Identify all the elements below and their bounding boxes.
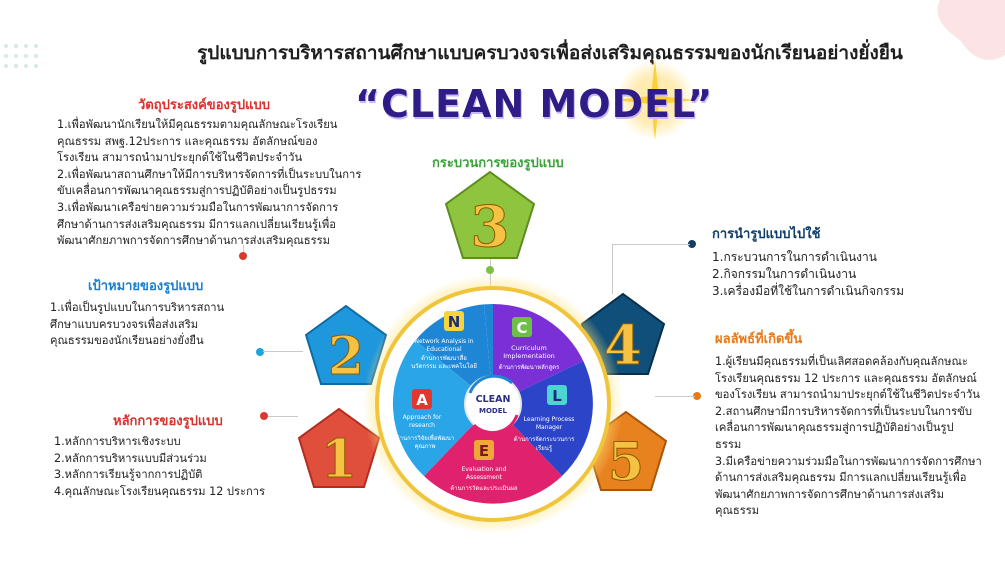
- segment-c-en2: Implementation: [503, 352, 555, 360]
- objectives-line: พัฒนาศักยภาพการจัดการศึกษาด้านการส่งเสริ…: [57, 234, 331, 248]
- pentagon-5-number: 5: [608, 432, 644, 493]
- connector-line: [612, 244, 690, 245]
- goal-line: 1.เพื่อเป็นรูปแบบในการบริหารสถาน: [50, 301, 225, 314]
- apply-line: 1.กระบวนการในการดำเนินงาน: [712, 250, 877, 264]
- segment-a-th1: ด้านการวิจัยเพื่อพัฒนา: [396, 434, 454, 442]
- results-line: ด้านการส่งเสริมคุณธรรม มีการแลกเปลี่ยนเร…: [715, 471, 967, 485]
- objectives-title: วัตถุประสงค์ของรูปแบบ: [138, 98, 270, 113]
- connector-dot: [693, 392, 701, 400]
- connector-dot: [260, 412, 268, 420]
- center-logo-line2: MODEL: [479, 407, 508, 415]
- results-title: ผลลัพธ์ที่เกิดขึ้น: [715, 332, 803, 347]
- objectives-line: คุณธรรม สพฐ.12ประการ และคุณธรรม อัตลักษณ…: [57, 134, 318, 148]
- principles-line: 3.หลักการเรียนรู้จากการปฏิบัติ: [54, 468, 203, 482]
- page-title: รูปแบบการบริหารสถานศึกษาแบบครบวงจรเพื่อส…: [197, 42, 903, 64]
- principles-title: หลักการของรูปแบบ: [113, 414, 223, 429]
- goal-line: คุณธรรมของนักเรียนอย่างยั่งยืน: [50, 334, 204, 348]
- pentagon-1-number: 1: [321, 429, 357, 490]
- goal-title: เป้าหมายของรูปแบบ: [88, 279, 204, 294]
- letter-e-badge: E: [474, 440, 494, 460]
- segment-c-th1: ด้านการพัฒนาหลักสูตร: [499, 364, 560, 371]
- segment-n-th1: ด้านการพัฒนาสื่อ: [421, 354, 467, 362]
- objectives-line: 2.เพื่อพัฒนาสถานศึกษาให้มีการบริหารจัดกา…: [57, 167, 362, 181]
- pentagon-2-number: 2: [328, 326, 364, 387]
- apply-line: 2.กิจกรรมในการดำเนินงาน: [712, 267, 857, 281]
- letter-n: N: [448, 313, 461, 331]
- objectives-line: 3.เพื่อพัฒนาเครือข่ายความร่วมมือในการพัฒ…: [57, 200, 339, 214]
- results-line: คุณธรรม: [715, 504, 760, 518]
- decorative-dots-left: [4, 44, 38, 68]
- segment-e-en1: Evaluation and: [462, 466, 507, 473]
- letter-l: L: [552, 387, 562, 405]
- objectives-line: ศึกษาด้านการส่งเสริมคุณธรรม มีการแลกเปลี…: [57, 217, 336, 231]
- objectives-line: 1.เพื่อพัฒนานักเรียนให้มีคุณธรรมตามคุณลั…: [57, 118, 338, 131]
- pentagon-3-number: 3: [471, 194, 510, 260]
- letter-c: C: [516, 319, 527, 337]
- segment-l: [493, 361, 593, 476]
- connector-dot: [239, 252, 247, 260]
- objectives-text: 1.เพื่อพัฒนานักเรียนให้มีคุณธรรมตามคุณลั…: [57, 117, 361, 250]
- apply-title: การนำรูปแบบไปใช้: [712, 227, 821, 242]
- results-line: ธรรม: [715, 437, 742, 451]
- objectives-line: ขับเคลื่อนการพัฒนาคุณธรรมสู่การปฏิบัติอย…: [57, 184, 337, 198]
- segment-n-en1: Network Analysis in: [414, 338, 473, 345]
- segment-a-th2: คุณภาพ: [415, 443, 436, 450]
- letter-a-badge: A: [412, 389, 432, 409]
- segment-a-en2: research: [409, 422, 435, 429]
- pentagon-1: 1: [297, 407, 381, 491]
- results-line: 3.มีเครือข่ายความร่วมมือในการพัฒนาการจัด…: [715, 454, 982, 468]
- results-line: 2.สถานศึกษามีการบริหารจัดการที่เป็นระบบใ…: [715, 404, 972, 418]
- pentagon-3: 3: [444, 170, 536, 261]
- principles-line: 1.หลักการบริหารเชิงระบบ: [54, 435, 181, 448]
- letter-a: A: [416, 391, 428, 409]
- letter-l-badge: L: [547, 385, 567, 405]
- apply-line: 3.เครื่องมือที่ใช้ในการดำเนินกิจกรรม: [712, 284, 905, 298]
- goal-line: ศึกษาแบบครบวงจรเพื่อส่งเสริม: [50, 317, 199, 331]
- letter-c-badge: C: [512, 317, 532, 337]
- connector-line: [243, 245, 244, 255]
- results-text: 1.ผู้เรียนมีคุณธรรมที่เป็นเลิศสอดคล้องกั…: [715, 354, 982, 520]
- principles-line: 2.หลักการบริหารแบบมีส่วนร่วม: [54, 451, 207, 465]
- connector-line: [268, 416, 298, 417]
- segment-l-en2: Manager: [536, 424, 563, 431]
- segment-n-en2: Educational: [426, 346, 462, 353]
- pentagon-2: 2: [304, 304, 388, 388]
- results-line: พัฒนาศักยภาพการจัดการศึกษาด้านการส่งเสริ…: [715, 487, 944, 501]
- segment-n-th2: นวัตกรรม และเทคโนโลยี: [411, 362, 477, 370]
- center-logo-line1: CLEAN: [476, 394, 511, 405]
- model-name: “CLEAN MODEL”: [355, 82, 714, 126]
- segment-l-th1: ด้านการจัดกระบวนการ: [514, 436, 575, 443]
- objectives-line: โรงเรียน สามารถนำมาประยุกต์ใช้ในชีวิตประ…: [57, 151, 303, 165]
- segment-e-th1: ด้านการวัดและประเมินผล: [450, 485, 518, 492]
- results-line: เคลื่อนการพัฒนาคุณธรรมสู่การปฏิบัติอย่าง…: [715, 421, 954, 435]
- apply-text: 1.กระบวนการในการดำเนินงาน 2.กิจกรรมในการ…: [712, 249, 904, 300]
- sparkle-star-icon: [615, 60, 695, 140]
- connector-line: [655, 396, 695, 397]
- results-line: โรงเรียนคุณธรรม 12 ประการ และคุณธรรม อัต…: [715, 371, 977, 385]
- clean-model-wheel: CLEAN MODEL N C L E A Network Analysis i…: [363, 274, 623, 534]
- segment-l-th2: เรียนรู้: [536, 444, 553, 452]
- connector-line: [612, 244, 613, 294]
- results-line: 1.ผู้เรียนมีคุณธรรมที่เป็นเลิศสอดคล้องกั…: [715, 355, 968, 368]
- connector-line: [263, 351, 303, 352]
- segment-c-en1: Curriculum: [511, 344, 547, 352]
- principles-line: 4.คุณลักษณะโรงเรียนคุณธรรม 12 ประการ: [54, 484, 266, 498]
- process-title: กระบวนการของรูปแบบ: [432, 156, 564, 171]
- segment-e-en2: Assessment: [466, 474, 503, 481]
- segment-l-en1: Learning Process: [524, 416, 575, 423]
- decorative-blob-right: [937, 0, 1005, 60]
- goal-text: 1.เพื่อเป็นรูปแบบในการบริหารสถาน ศึกษาแบ…: [50, 300, 224, 350]
- segment-a-en1: Approach for: [403, 414, 442, 421]
- segment-n: [415, 304, 493, 404]
- connector-dot: [256, 348, 264, 356]
- results-line: ของโรงเรียน สามารถนำมาประยุกต์ใช้ในชีวิต…: [715, 388, 980, 402]
- letter-e: E: [479, 442, 489, 460]
- connector-dot: [688, 240, 696, 248]
- connector-dot: [486, 266, 494, 274]
- principles-text: 1.หลักการบริหารเชิงระบบ 2.หลักการบริหารแ…: [54, 434, 265, 500]
- letter-n-badge: N: [444, 311, 464, 331]
- segment-a: [392, 340, 493, 476]
